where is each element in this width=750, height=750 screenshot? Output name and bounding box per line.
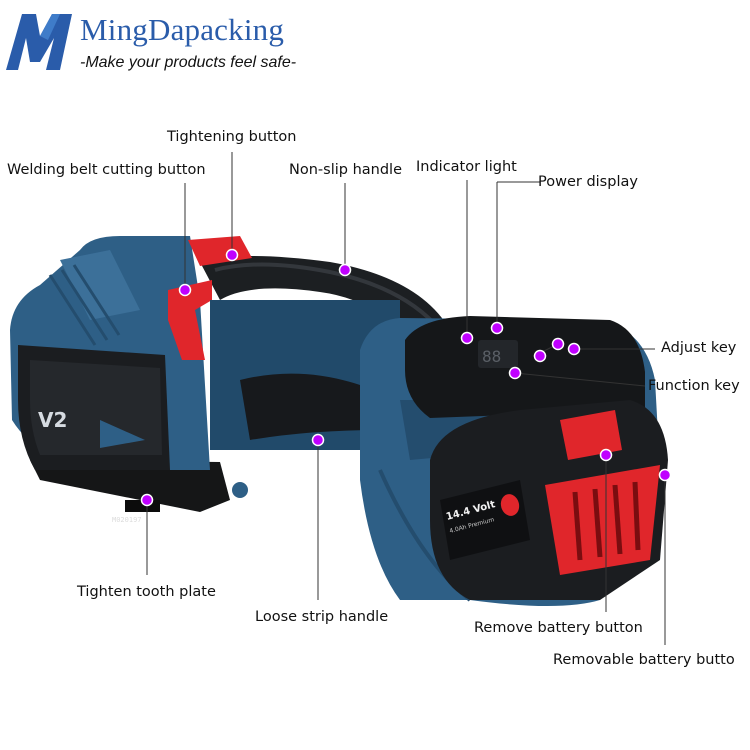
marker-indicator-light [460, 331, 474, 345]
marker-function-key [508, 366, 522, 380]
label-welding-belt-cutting-button: Welding belt cutting button [7, 162, 206, 178]
marker-non-slip-handle [338, 263, 352, 277]
label-function-key: Function key [648, 378, 740, 394]
marker-tighten-tooth-plate [140, 493, 154, 507]
base-plate [30, 460, 230, 512]
module-label: V2 [38, 408, 67, 432]
marker-adjust-key-3 [533, 349, 547, 363]
marker-power-display [490, 321, 504, 335]
brand-name: MingDapacking [80, 12, 285, 47]
marker-adjust-key-2 [567, 342, 581, 356]
marker-adjust-key-1 [551, 337, 565, 351]
label-tightening-button: Tightening button [167, 129, 297, 145]
label-removable-battery-button: Removable battery butto [553, 652, 735, 668]
marker-remove-battery-button [599, 448, 613, 462]
label-tighten-tooth-plate: Tighten tooth plate [77, 584, 216, 600]
strapping-tool-illustration: V2 M020197 88 1 [10, 236, 668, 606]
marker-loose-strip-handle [311, 433, 325, 447]
battery-release-shape [560, 410, 622, 460]
markers [140, 248, 672, 507]
label-indicator-light: Indicator light [416, 159, 517, 175]
non-slip-handle-grip [200, 256, 450, 350]
marker-welding-cutting-button [178, 283, 192, 297]
brand-tagline: -Make your products feel safe- [80, 54, 297, 71]
serial-number: M020197 [112, 516, 142, 524]
label-remove-battery-button: Remove battery button [474, 620, 643, 636]
cutting-lever-shape [168, 280, 212, 360]
label-power-display: Power display [538, 174, 638, 190]
loose-strip-handle-shape [240, 373, 380, 440]
brand-logo [6, 14, 72, 70]
svg-text:88: 88 [482, 347, 501, 366]
marker-tightening-button [225, 248, 239, 262]
leader-lines [146, 152, 666, 645]
label-adjust-key: Adjust key [661, 340, 737, 356]
marker-removable-battery [658, 468, 672, 482]
label-loose-strip-handle: Loose strip handle [255, 609, 389, 625]
label-non-slip-handle: Non-slip handle [289, 162, 402, 178]
